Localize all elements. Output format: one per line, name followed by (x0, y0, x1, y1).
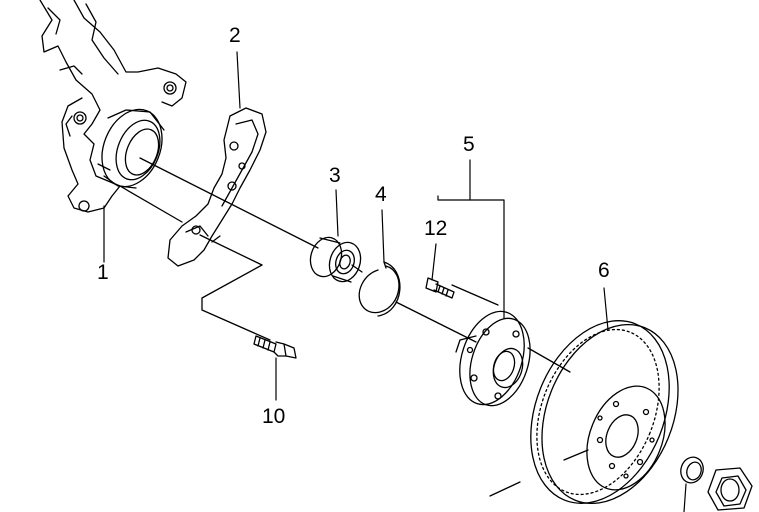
callout-4: 4 (375, 183, 387, 206)
callout-3: 3 (329, 164, 341, 187)
bolt-icon (253, 335, 297, 359)
callout-2: 2 (229, 24, 241, 47)
wheel-stud-icon (425, 277, 455, 299)
wheel-hub-icon (455, 310, 531, 407)
assembly-axis-lines (119, 157, 571, 373)
callout-5: 5 (463, 133, 475, 156)
callout-6: 6 (598, 259, 610, 282)
callout-10: 10 (262, 405, 286, 428)
hub-nut-icon (707, 467, 753, 511)
callout-leaders (103, 51, 687, 512)
wheel-bearing-icon (309, 236, 362, 283)
snap-ring-icon (358, 261, 401, 317)
dust-shield-icon (167, 107, 267, 267)
callout-1: 1 (97, 261, 109, 284)
steering-knuckle-icon (39, 0, 187, 213)
brake-disc-icon (489, 320, 679, 505)
washer-icon (680, 456, 704, 484)
callout-12: 12 (424, 217, 448, 240)
